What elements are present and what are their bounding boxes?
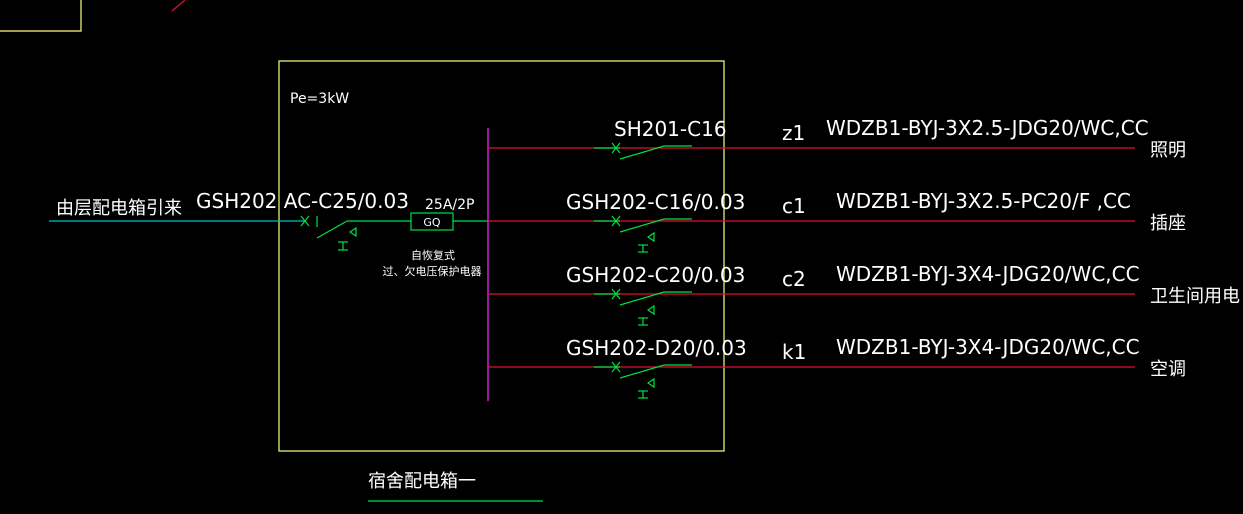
- circuit-breaker-label: SH201-C16: [614, 117, 727, 141]
- incoming-source-label: 由层配电箱引来: [56, 198, 182, 219]
- circuit-row: GSH202-C16/0.03 c1 WDZB1-BYJ-3X2.5-PC20/F …: [488, 189, 1186, 253]
- circuit-row: GSH202-D20/0.03 k1 WDZB1-BYJ-3X4-JDG20/WC,…: [488, 335, 1186, 399]
- circuit-id-label: z1: [782, 121, 805, 145]
- corner-frame-fragment: [0, 0, 82, 32]
- circuit-id-label: k1: [782, 340, 806, 364]
- circuit-load-label: 卫生间用电: [1150, 286, 1240, 307]
- panel-caption: 宿舍配电箱一: [368, 471, 476, 492]
- circuit-id-label: c1: [782, 194, 806, 218]
- circuit-breaker-symbol: [594, 142, 692, 160]
- panel-power-label: Pe=3kW: [290, 91, 349, 107]
- circuit-cable-label: WDZB1-BYJ-3X4-JDG20/WC,CC: [836, 335, 1140, 359]
- incoming-breaker-symbol: [300, 215, 357, 251]
- circuit-breaker-symbol: [594, 288, 692, 326]
- outgoing-circuits: SH201-C16 z1 WDZB1-BYJ-3X2.5-JDG20/WC,CC照明…: [488, 116, 1240, 399]
- rcd-symbol: [638, 304, 655, 326]
- circuit-load-label: 空调: [1150, 359, 1186, 380]
- rcd-symbol: [638, 231, 655, 253]
- circuit-load-label: 插座: [1150, 213, 1186, 234]
- circuit-breaker-label: GSH202-D20/0.03: [566, 336, 747, 360]
- distribution-box-frame: [278, 60, 725, 452]
- circuit-row: GSH202-C20/0.03 c2 WDZB1-BYJ-3X4-JDG20/WC,…: [488, 262, 1240, 326]
- circuit-cable-label: WDZB1-BYJ-3X4-JDG20/WC,CC: [836, 262, 1140, 286]
- rcd-symbol: [638, 377, 655, 399]
- circuit-cable-label: WDZB1-BYJ-3X2.5-JDG20/WC,CC: [826, 116, 1149, 140]
- circuit-breaker-label: GSH202-C20/0.03: [566, 263, 745, 287]
- circuit-cable-label: WDZB1-BYJ-3X2.5-PC20/F ,CC: [836, 189, 1131, 213]
- protector-rating-label: 25A/2P: [425, 197, 474, 213]
- protector-box-label: GQ: [423, 216, 441, 229]
- protector-desc-line2: 过、欠电压保护电器: [383, 264, 482, 278]
- circuit-load-label: 照明: [1150, 140, 1186, 161]
- stray-red-line: [171, 0, 186, 12]
- incoming-breaker-label: GSH202 AC-C25/0.03: [196, 189, 409, 213]
- protector-desc-line1: 自恢复式: [411, 248, 455, 262]
- circuit-breaker-label: GSH202-C16/0.03: [566, 190, 745, 214]
- circuit-breaker-symbol: [594, 215, 692, 253]
- circuit-id-label: c2: [782, 267, 806, 291]
- circuit-breaker-symbol: [594, 361, 692, 399]
